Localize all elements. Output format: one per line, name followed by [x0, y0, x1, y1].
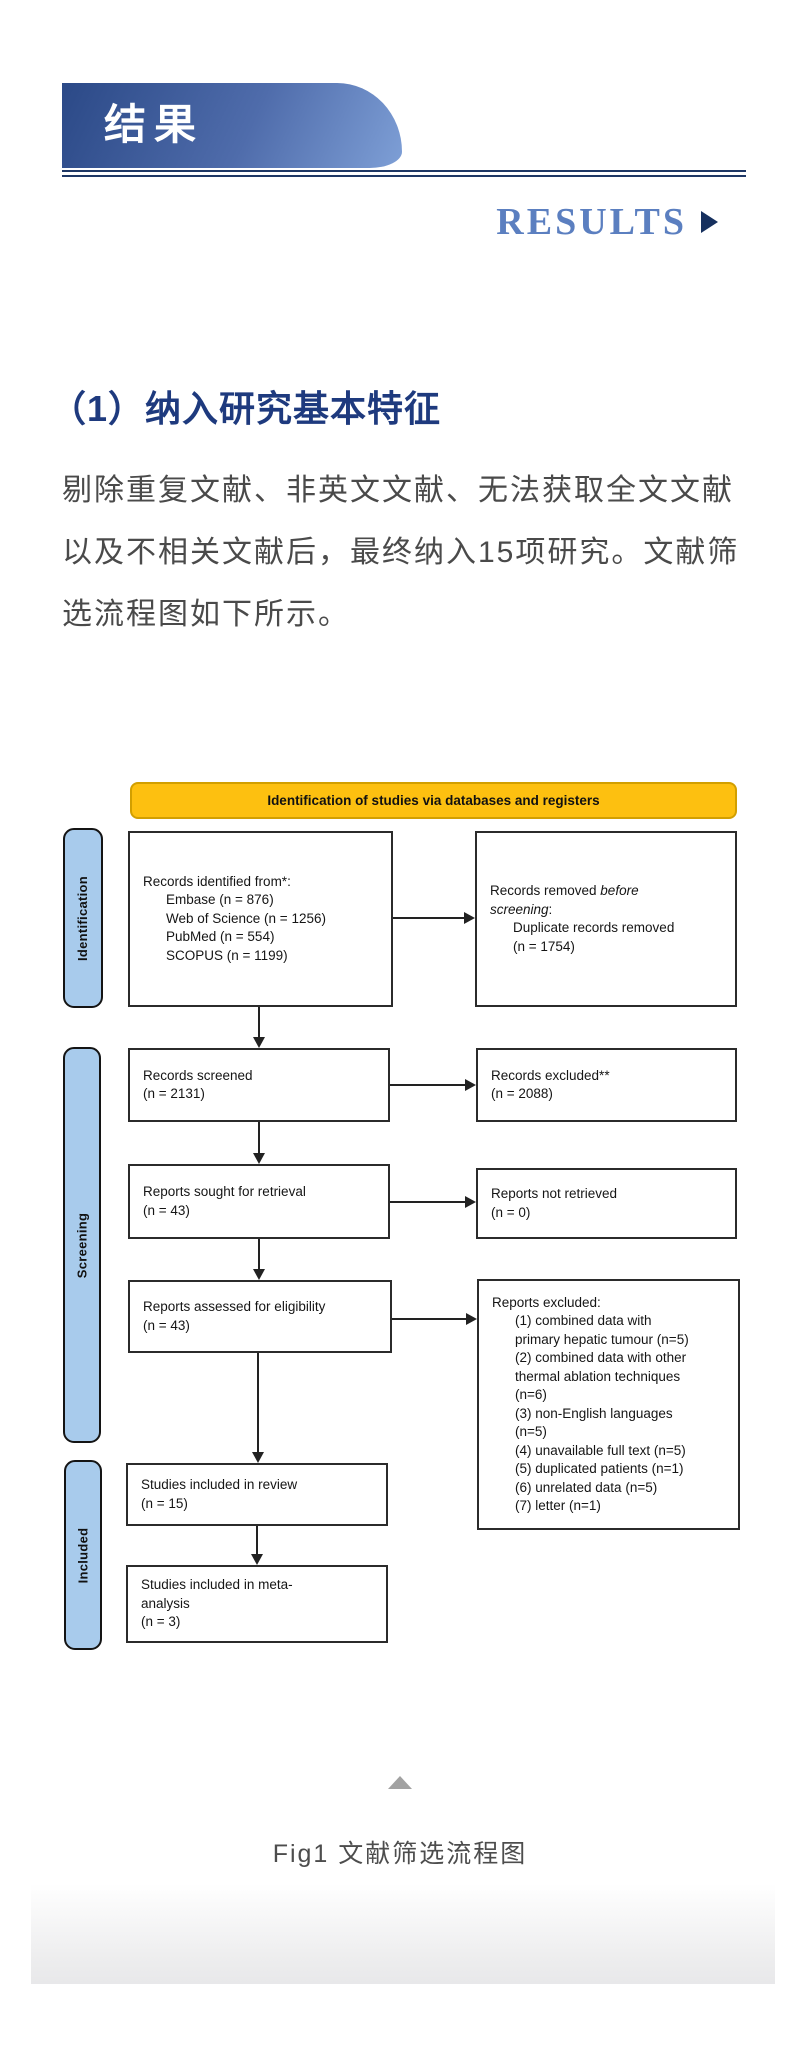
divider-line-bottom	[62, 175, 746, 177]
box-line: Records screened	[143, 1067, 253, 1083]
box-line: Reports sought for retrieval	[143, 1184, 306, 1199]
box-line: Records removed before	[490, 882, 727, 901]
box-line: (n = 1754)	[513, 938, 575, 954]
box-line: (n=6)	[515, 1387, 547, 1402]
flow-box-records-screened: Records screened (n = 2131)	[128, 1048, 390, 1122]
arrow-identified-to-screened	[258, 1007, 260, 1038]
arrowhead-right-icon	[465, 1079, 476, 1091]
flow-box-studies-included-meta: Studies included in meta- analysis (n = …	[126, 1565, 388, 1643]
box-line: (n = 2131)	[143, 1086, 205, 1101]
box-line: Studies included in review	[141, 1477, 298, 1492]
box-line: (n = 2088)	[491, 1086, 553, 1101]
box-text-italic: before	[600, 883, 639, 898]
figure-caption: Fig1 文献筛选流程图	[272, 1840, 528, 1868]
section-banner: 结果	[62, 83, 402, 168]
box-line: primary hepatic tumour (n=5)	[515, 1331, 689, 1347]
box-line: (n=5)	[515, 1424, 547, 1439]
flow-box-studies-included-review: Studies included in review (n = 15)	[126, 1463, 388, 1526]
stage-screening: Screening	[63, 1047, 101, 1443]
stage-identification: Identification	[63, 828, 103, 1008]
box-line: Records excluded**	[491, 1067, 610, 1083]
flow-box-reports-excluded-list: Reports excluded: (1) combined data with…	[477, 1279, 740, 1530]
box-text-italic: screening	[490, 901, 549, 917]
box-line: Reports assessed for eligibility	[143, 1299, 326, 1314]
play-arrow-icon	[701, 211, 718, 233]
box-line: PubMed (n = 554)	[166, 929, 275, 945]
results-heading: RESULTS	[496, 201, 687, 243]
results-heading-row: RESULTS	[496, 200, 718, 244]
flow-box-reports-assessed: Reports assessed for eligibility (n = 43…	[128, 1280, 392, 1353]
paragraph-line: 选流程图如下所示。	[62, 598, 350, 631]
box-text: Records removed	[490, 883, 601, 898]
box-line: Embase (n = 876)	[166, 892, 274, 908]
box-line: (6) unrelated data (n=5)	[515, 1479, 658, 1495]
arrow-sought-to-not-retrieved	[390, 1201, 466, 1203]
box-line: thermal ablation techniques	[515, 1368, 681, 1384]
arrow-sought-to-assessed	[258, 1239, 260, 1270]
section-heading: （1）纳入研究基本特征	[50, 388, 442, 429]
arrow-assessed-to-included	[257, 1353, 259, 1453]
flow-box-records-identified: Records identified from*: Embase (n = 87…	[128, 831, 393, 1007]
arrowhead-down-icon	[253, 1269, 265, 1280]
box-line: Web of Science (n = 1256)	[166, 910, 326, 926]
box-line: analysis	[141, 1595, 190, 1611]
stage-identification-label: Identification	[75, 875, 91, 961]
box-line: Records identified from*:	[143, 873, 291, 889]
arrowhead-right-icon	[464, 912, 475, 924]
arrowhead-down-icon	[251, 1554, 263, 1565]
box-line: SCOPUS (n = 1199)	[166, 947, 288, 963]
box-line: (n = 15)	[141, 1495, 188, 1511]
arrowhead-right-icon	[465, 1196, 476, 1208]
stage-screening-label: Screening	[74, 1212, 90, 1278]
box-line: (n = 3)	[141, 1614, 181, 1630]
box-line: (4) unavailable full text (n=5)	[515, 1442, 686, 1458]
box-text: :	[548, 901, 553, 917]
box-line: (n = 43)	[143, 1317, 190, 1333]
box-line: Reports excluded:	[492, 1294, 601, 1310]
arrowhead-down-icon	[253, 1037, 265, 1048]
paragraph-line: 以及不相关文献后，最终纳入15项研究。文献筛	[62, 536, 740, 569]
flow-box-records-excluded: Records excluded** (n = 2088)	[476, 1048, 737, 1122]
arrow-identified-to-removed	[393, 917, 465, 919]
arrowhead-down-icon	[253, 1153, 265, 1164]
box-line: (2) combined data with other	[515, 1350, 687, 1365]
arrowhead-right-icon	[466, 1313, 477, 1325]
body-paragraph: 剔除重复文献、非英文文献、无法获取全文文献 以及不相关文献后，最终纳入15项研究…	[62, 460, 752, 646]
box-line: Reports not retrieved	[491, 1186, 618, 1201]
arrow-screened-to-sought	[258, 1122, 260, 1154]
arrowhead-down-icon	[252, 1452, 264, 1463]
banner-title: 结果	[104, 102, 205, 149]
box-line: (1) combined data with	[515, 1313, 652, 1328]
flowchart-top-banner: Identification of studies via databases …	[130, 782, 737, 819]
arrow-review-to-meta	[256, 1526, 258, 1555]
box-line: (n = 0)	[491, 1204, 531, 1220]
box-line: (5) duplicated patients (n=1)	[515, 1461, 684, 1476]
stage-included: Included	[64, 1460, 102, 1650]
box-line: (7) letter (n=1)	[515, 1498, 601, 1513]
flow-box-reports-not-retrieved: Reports not retrieved (n = 0)	[476, 1168, 737, 1239]
box-line: Studies included in meta-	[141, 1577, 293, 1593]
paragraph-line: 剔除重复文献、非英文文献、无法获取全文文献	[62, 474, 734, 507]
flow-box-records-removed: Records removed before screening: Duplic…	[475, 831, 737, 1007]
divider-line-top	[62, 170, 746, 172]
arrow-assessed-to-excluded-list	[392, 1318, 467, 1320]
flow-box-reports-sought: Reports sought for retrieval (n = 43)	[128, 1164, 390, 1239]
box-line: screening:	[490, 901, 727, 920]
box-line: (3) non-English languages	[515, 1405, 673, 1421]
box-line: Duplicate records removed	[513, 920, 675, 935]
arrow-screened-to-excluded	[390, 1084, 466, 1086]
box-line: (n = 43)	[143, 1202, 190, 1218]
bottom-gradient-bar	[31, 1884, 775, 1984]
stage-included-label: Included	[75, 1527, 91, 1583]
triangle-up-icon	[388, 1776, 412, 1789]
